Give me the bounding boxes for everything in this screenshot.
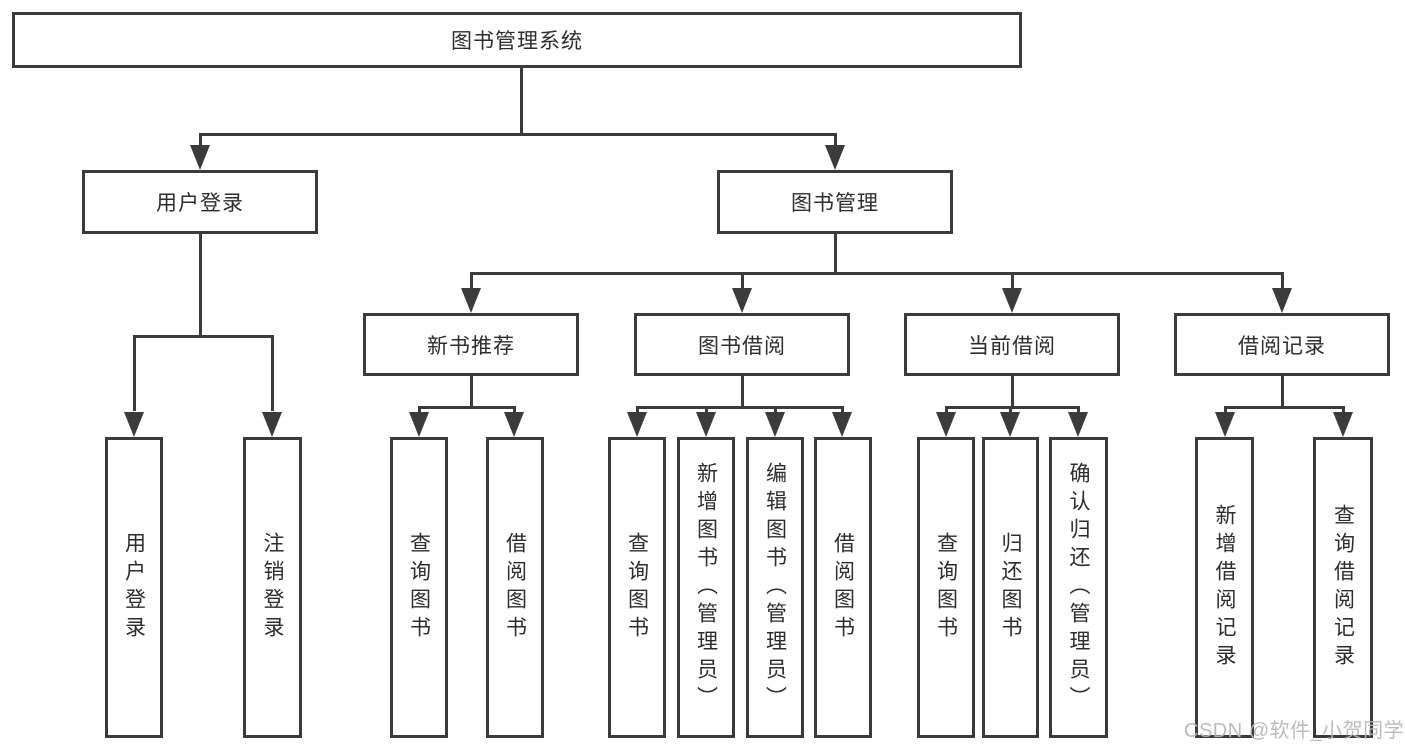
node-book-management-label: 图书管理 [791,192,879,215]
connector-g4-split-line [1224,406,1345,409]
leaf-borrow-books-recommend-label: 借阅图书 [503,531,527,644]
connector-g1-drop2-line [513,406,516,414]
leaf-borrow-books: 借阅图书 [814,437,872,738]
connector-root-split-line [199,133,837,136]
csdn-watermark: CSDN @软件_小贺同学 [1184,720,1405,742]
node-borrow-records: 借阅记录 [1174,313,1390,376]
leaf-return-books: 归还图书 [982,437,1039,738]
connector-g1-stem-line [470,375,473,406]
connector-g3-split-line [945,406,1080,409]
leaf-query-books-recommend: 查询图书 [390,437,448,738]
leaf-query-borrow-record-label: 查询借阅记录 [1331,503,1355,672]
node-user-login-label: 用户登录 [156,192,244,215]
connector-root-drop-left-line [199,133,202,148]
leaf-borrow-books-label: 借阅图书 [831,531,855,644]
node-book-management: 图书管理 [717,170,953,234]
leaf-add-borrow-record: 新增借阅记录 [1195,437,1254,738]
node-book-borrow-label: 图书借阅 [698,334,786,358]
connector-g2-drop4-line [841,406,844,414]
node-new-book-recommend: 新书推荐 [363,313,579,376]
leaf-user-login-label: 用户登录 [122,531,146,644]
connector-g4-stem-line [1281,375,1284,406]
leaf-edit-books-admin: 编辑图书（管理员） [746,437,804,738]
arrow-down-icon [190,145,210,170]
arrow-down-icon [1068,412,1088,437]
connector-login-drop-left-line [133,335,136,411]
connector-mgmt-stem-line [834,231,837,272]
connector-g1-drop1-line [418,406,421,414]
arrow-down-icon [1002,288,1022,313]
leaf-confirm-return-admin-label: 确认归还（管理员） [1067,461,1090,714]
connector-mgmt-split-line [470,272,1283,275]
connector-g4-drop1-line [1224,406,1227,414]
arrow-down-icon [1215,412,1235,437]
leaf-query-books-recommend-label: 查询图书 [407,531,431,644]
arrow-down-icon [832,412,852,437]
arrow-down-icon [1000,412,1020,437]
leaf-add-books-admin-label: 新增图书（管理员） [694,461,718,714]
node-user-login: 用户登录 [82,170,318,234]
leaf-edit-books-admin-label: 编辑图书（管理员） [763,461,787,714]
leaf-query-books-borrow-label: 查询图书 [625,531,649,644]
arrow-down-icon [1333,412,1353,437]
leaf-return-books-label: 归还图书 [999,531,1022,644]
connector-g2-drop2-line [705,406,708,414]
leaf-query-books-borrow: 查询图书 [608,437,666,738]
connector-root-stem-line [520,65,523,133]
node-library-system-label: 图书管理系统 [451,30,583,53]
connector-mgmt-drop1-line [470,272,473,290]
leaf-logout: 注销登录 [243,437,302,738]
connector-g2-split-line [636,406,844,409]
node-library-system: 图书管理系统 [12,12,1022,68]
connector-g3-drop1-line [945,406,948,414]
arrow-down-icon [262,412,282,437]
connector-mgmt-drop4-line [1281,272,1284,290]
leaf-query-books-current: 查询图书 [917,437,975,738]
node-new-book-recommend-label: 新书推荐 [427,334,515,358]
arrow-down-icon [732,288,752,313]
arrow-down-icon [409,412,429,437]
leaf-query-books-current-label: 查询图书 [934,531,958,644]
node-borrow-records-label: 借阅记录 [1238,334,1326,358]
leaf-logout-label: 注销登录 [261,531,284,644]
connector-g3-drop3-line [1077,406,1080,414]
arrow-down-icon [1272,288,1292,313]
arrow-down-icon [936,412,956,437]
arrow-down-icon [461,288,481,313]
leaf-add-books-admin: 新增图书（管理员） [677,437,735,738]
leaf-query-borrow-record: 查询借阅记录 [1313,437,1373,738]
connector-g4-drop2-line [1342,406,1345,414]
connector-mgmt-drop2-line [741,272,744,290]
connector-g3-stem-line [1011,375,1014,406]
arrow-down-icon [124,412,144,437]
arrow-down-icon [765,412,785,437]
connector-mgmt-drop3-line [1011,272,1014,290]
arrow-down-icon [627,412,647,437]
connector-login-stem-line [199,231,202,335]
connector-login-drop-right-line [271,335,274,411]
leaf-user-login: 用户登录 [105,437,163,738]
connector-g2-drop1-line [636,406,639,414]
arrow-down-icon [504,412,524,437]
leaf-add-borrow-record-label: 新增借阅记录 [1213,503,1236,672]
connector-g3-drop2-line [1009,406,1012,414]
connector-g2-drop3-line [774,406,777,414]
connector-login-split-line [133,335,274,338]
node-current-borrow: 当前借阅 [904,313,1120,376]
node-book-borrow: 图书借阅 [634,313,850,376]
arrow-down-icon [696,412,716,437]
leaf-borrow-books-recommend: 借阅图书 [486,437,544,738]
node-current-borrow-label: 当前借阅 [968,334,1056,358]
connector-g2-stem-line [741,375,744,406]
connector-g1-split-line [418,406,516,409]
arrow-down-icon [825,145,845,170]
leaf-confirm-return-admin: 确认归还（管理员） [1049,437,1108,738]
connector-root-drop-right-line [834,133,837,148]
